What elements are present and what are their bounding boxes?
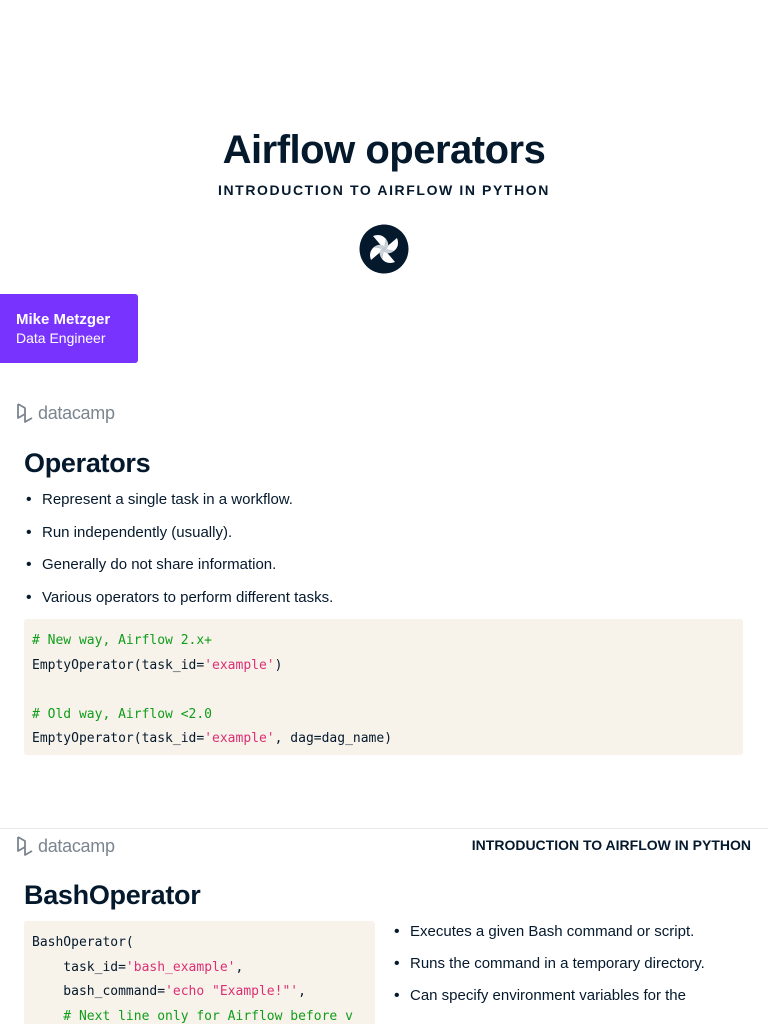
author-card: Mike Metzger Data Engineer — [0, 294, 138, 363]
code-string: 'bash_example' — [125, 959, 236, 975]
code-text: EmptyOperator(task_id= — [32, 657, 205, 673]
code-text: , — [235, 959, 244, 975]
list-item: Various operators to perform different t… — [24, 588, 744, 608]
datacamp-brand: datacamp — [16, 835, 115, 857]
code-text: bash_command= — [32, 984, 166, 999]
code-block-empty-operator: # New way, Airflow 2.x+ EmptyOperator(ta… — [24, 619, 743, 755]
code-comment: # Next line only for Airflow before v — [32, 1008, 353, 1024]
airflow-pinwheel-icon — [359, 224, 409, 274]
bash-bullet-list: Executes a given Bash command or script.… — [392, 922, 752, 1010]
section-heading-bashoperator: BashOperator — [24, 880, 201, 910]
datacamp-wordmark: datacamp — [38, 402, 115, 423]
code-text: task_id= — [32, 959, 126, 975]
list-item: Can specify environment variables for th… — [392, 986, 752, 1006]
datacamp-logo-icon — [17, 403, 33, 423]
course-title-header: INTRODUCTION TO AIRFLOW IN PYTHON — [471, 837, 751, 853]
section-heading-operators: Operators — [24, 448, 151, 478]
code-string: 'example' — [204, 657, 275, 673]
code-text: , dag=dag_name) — [274, 731, 393, 746]
code-block-bash-operator: BashOperator( task_id='bash_example', ba… — [24, 921, 375, 1024]
datacamp-brand: datacamp — [16, 402, 115, 424]
code-text: EmptyOperator(task_id= — [32, 731, 205, 746]
slide-divider — [0, 828, 768, 829]
code-comment: # Old way, Airflow <2.0 — [32, 706, 213, 722]
list-item: Executes a given Bash command or script. — [392, 922, 752, 942]
datacamp-wordmark: datacamp — [38, 835, 115, 856]
author-name: Mike Metzger — [16, 311, 111, 328]
code-string: 'example' — [204, 731, 275, 746]
author-role: Data Engineer — [16, 330, 106, 346]
list-item: Generally do not share information. — [24, 555, 744, 575]
course-subtitle: INTRODUCTION TO AIRFLOW IN PYTHON — [217, 182, 550, 198]
slide-title: Airflow operators — [222, 128, 546, 172]
code-comment: # New way, Airflow 2.x+ — [32, 633, 213, 648]
list-item: Represent a single task in a workflow. — [24, 490, 744, 510]
code-text: BashOperator( — [32, 935, 134, 950]
code-text: ) — [274, 657, 283, 673]
list-item: Run independently (usually). — [24, 523, 744, 543]
datacamp-logo-icon — [17, 836, 33, 856]
list-item: Runs the command in a temporary director… — [392, 952, 752, 976]
code-string: 'echo "Example!"' — [165, 984, 299, 999]
operators-bullet-list: Represent a single task in a workflow. R… — [24, 490, 744, 608]
code-text: , — [298, 984, 306, 999]
